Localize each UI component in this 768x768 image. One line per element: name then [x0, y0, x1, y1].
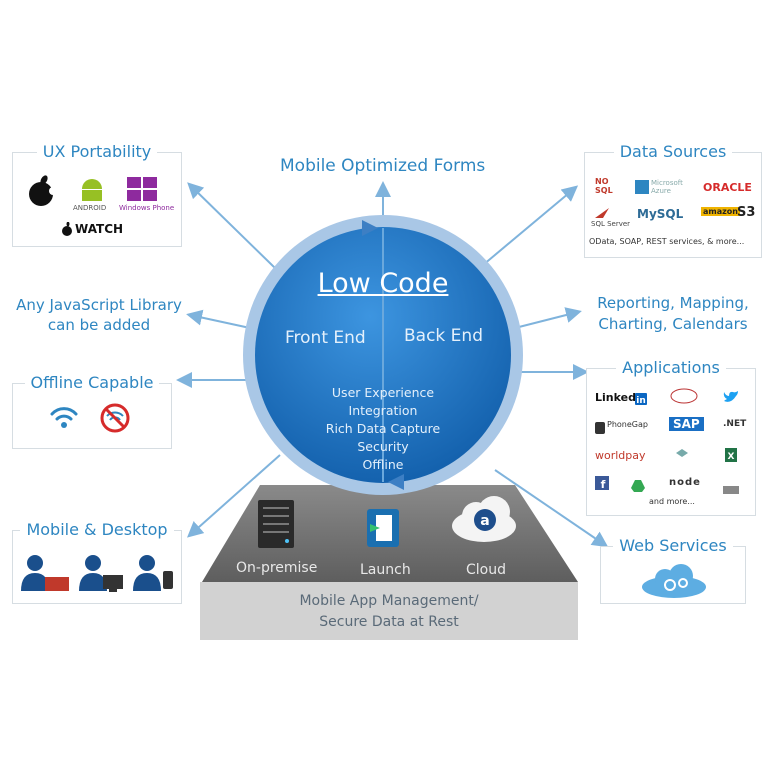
- sqlserver-logo: SQL Server: [591, 220, 631, 228]
- offline-capable-box: Offline Capable: [12, 373, 172, 449]
- data-sources-box: Data Sources NO SQL Microsoft Azure ORAC…: [584, 142, 762, 258]
- no-wifi-icon: [99, 402, 131, 438]
- user-desktop-icon: [73, 553, 127, 597]
- user-phone-icon: [129, 553, 179, 597]
- facebook-icon: f: [595, 475, 609, 494]
- feature-item: Offline: [362, 457, 404, 472]
- google-drive-icon: [631, 477, 645, 496]
- arrow-mobile: [187, 454, 281, 538]
- sap-logo: SAP: [669, 417, 704, 431]
- applications-title: Applications: [616, 358, 726, 377]
- launch-label: Launch: [360, 562, 411, 578]
- misc-app-icon: [723, 479, 739, 498]
- feature-item: Rich Data Capture: [325, 421, 441, 436]
- sqlserver-icon: [593, 205, 611, 224]
- reporting-line2: Charting, Calendars: [598, 315, 748, 333]
- circle-title: Low Code: [317, 268, 449, 299]
- mobile-desktop-title: Mobile & Desktop: [20, 520, 174, 539]
- back-end-label: Back End: [404, 326, 483, 346]
- js-library-line2: can be added: [47, 316, 151, 334]
- arrow-datasources: [482, 185, 579, 266]
- android-icon: [79, 177, 105, 205]
- arrow-js: [186, 309, 251, 329]
- svg-text:a: a: [480, 513, 489, 529]
- azure-logo: Microsoft Azure: [651, 179, 683, 195]
- ux-portability-title: UX Portability: [36, 142, 158, 161]
- nosql-logo: NO SQL: [595, 177, 613, 195]
- feature-list: User Experience Integration Rich Data Ca…: [303, 384, 463, 474]
- platform-base-line1: Mobile App Management/: [299, 593, 479, 609]
- platform-base-line2: Secure Data at Rest: [319, 614, 459, 630]
- node-logo: node: [669, 477, 701, 488]
- data-sources-footer: OData, SOAP, REST services, & more...: [589, 237, 745, 246]
- feature-item: Integration: [348, 403, 418, 418]
- watch-label: WATCH: [75, 222, 124, 236]
- excel-icon: X: [725, 447, 737, 466]
- phonegap-logo: PhoneGap: [607, 420, 648, 429]
- mobile-optimized-forms: Mobile Optimized Forms: [280, 156, 486, 176]
- applications-box: Applications Linked in PhoneGap SAP .NET…: [586, 358, 756, 516]
- server-icon: [254, 498, 298, 550]
- feature-item: User Experience: [331, 385, 435, 400]
- apple-watch-icon: [61, 221, 73, 240]
- cloud-gears-icon: [639, 563, 709, 603]
- feature-item: Security: [357, 439, 409, 454]
- web-services-box: Web Services: [600, 536, 746, 604]
- dropbox-icon: [675, 447, 689, 466]
- oracle-logo: ORACLE: [703, 181, 752, 194]
- twitter-icon: [723, 389, 739, 408]
- apple-icon: [27, 175, 57, 211]
- front-end-label: Front End: [285, 328, 366, 348]
- azure-icon: [635, 179, 649, 198]
- on-premise-label: On-premise: [236, 560, 318, 576]
- android-label: ANDROID: [73, 204, 107, 212]
- windows-phone-icon: [127, 177, 157, 205]
- cloud-label: Cloud: [466, 562, 506, 578]
- net-logo: .NET: [723, 419, 747, 429]
- data-sources-title: Data Sources: [613, 142, 733, 161]
- arrow-webservices: [494, 469, 609, 548]
- mobile-desktop-box: Mobile & Desktop: [12, 520, 182, 604]
- svg-text:X: X: [728, 452, 735, 462]
- wifi-icon: [49, 404, 79, 434]
- reporting-line1: Reporting, Mapping,: [597, 294, 749, 312]
- worldpay-logo: worldpay: [595, 449, 646, 462]
- arrow-ux: [187, 182, 276, 269]
- launch-icon: [366, 508, 400, 548]
- web-services-title: Web Services: [613, 536, 733, 555]
- user-laptop-icon: [17, 553, 71, 597]
- mysql-logo: MySQL: [637, 207, 684, 221]
- amazon-logo: amazon: [701, 207, 740, 216]
- svg-text:f: f: [601, 478, 606, 490]
- offline-capable-title: Offline Capable: [24, 373, 160, 392]
- svg-text:in: in: [636, 396, 646, 405]
- linkedin-logo: Linked: [595, 391, 636, 404]
- s3-logo: S3: [737, 205, 756, 220]
- linkedin-in-icon: in: [635, 390, 647, 409]
- phonegap-icon: [595, 419, 605, 438]
- windows-phone-label: Windows Phone: [119, 204, 175, 212]
- appcelerator-icon: [669, 387, 699, 409]
- js-library-line1: Any JavaScript Library: [16, 296, 182, 314]
- apps-more-label: and more...: [649, 497, 695, 506]
- cloud-icon: a: [450, 494, 518, 544]
- ux-portability-box: UX Portability ANDROID Windows Phone WAT…: [12, 142, 182, 247]
- arrow-reporting: [514, 307, 582, 329]
